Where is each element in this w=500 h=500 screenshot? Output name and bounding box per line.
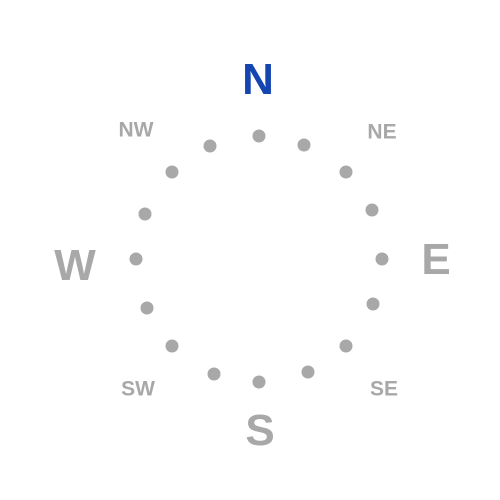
tick-dot bbox=[252, 375, 266, 389]
tick-dot bbox=[165, 165, 179, 179]
tick-dot bbox=[140, 301, 154, 315]
tick-dot bbox=[207, 367, 221, 381]
tick-dot bbox=[375, 252, 389, 266]
tick-dot bbox=[252, 129, 266, 143]
direction-east[interactable]: E bbox=[421, 235, 451, 284]
direction-northwest[interactable]: NW bbox=[118, 118, 154, 142]
direction-southwest[interactable]: SW bbox=[121, 377, 155, 401]
tick-dot bbox=[301, 365, 315, 379]
direction-southeast[interactable]: SE bbox=[369, 377, 399, 401]
tick-dot bbox=[129, 252, 143, 266]
direction-south[interactable]: S bbox=[245, 406, 275, 455]
direction-west[interactable]: W bbox=[54, 241, 96, 290]
tick-dot bbox=[365, 203, 379, 217]
tick-dot bbox=[366, 297, 380, 311]
tick-dot bbox=[203, 139, 217, 153]
tick-dot bbox=[138, 207, 152, 221]
tick-dot bbox=[297, 138, 311, 152]
tick-dot bbox=[339, 339, 353, 353]
direction-northeast[interactable]: NE bbox=[367, 120, 397, 144]
tick-dot bbox=[339, 165, 353, 179]
tick-dot bbox=[165, 339, 179, 353]
direction-north[interactable]: N bbox=[242, 55, 274, 104]
